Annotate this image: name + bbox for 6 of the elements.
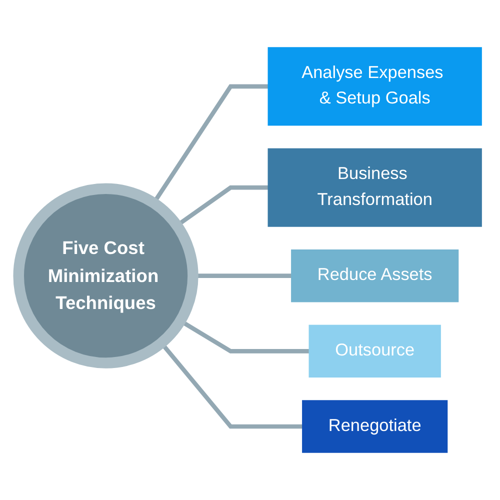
node-box: Outsource [308,324,441,378]
node-box: Renegotiate [302,400,448,453]
node-circle: Five Cost Minimization Techniques [13,183,198,368]
node-box: Reduce Assets [291,249,459,302]
node-box: Analyse Expenses & Setup Goals [268,47,482,126]
node-box: Business Transformation [268,148,482,227]
